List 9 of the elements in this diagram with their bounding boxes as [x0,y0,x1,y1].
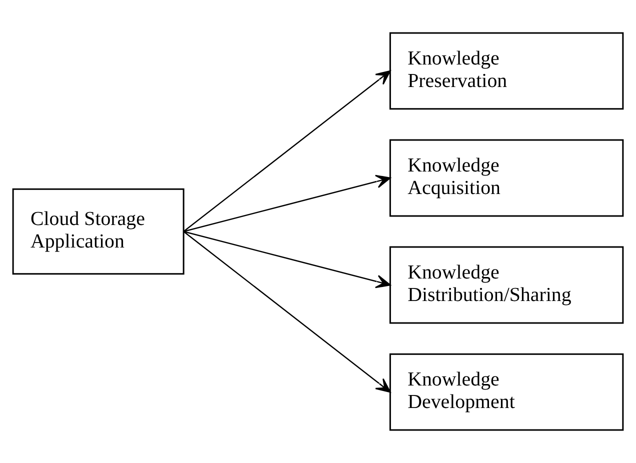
node-box: Knowledge Development [389,353,624,431]
node-box: Cloud Storage Application [12,188,184,275]
node-box: Knowledge Preservation [389,32,624,110]
arrow [183,70,391,232]
node-box: Knowledge Acquisition [389,139,624,217]
node-box: Knowledge Distribution/Sharing [389,246,624,324]
arrow [183,231,391,393]
arrow [183,230,391,288]
arrow [183,174,391,232]
